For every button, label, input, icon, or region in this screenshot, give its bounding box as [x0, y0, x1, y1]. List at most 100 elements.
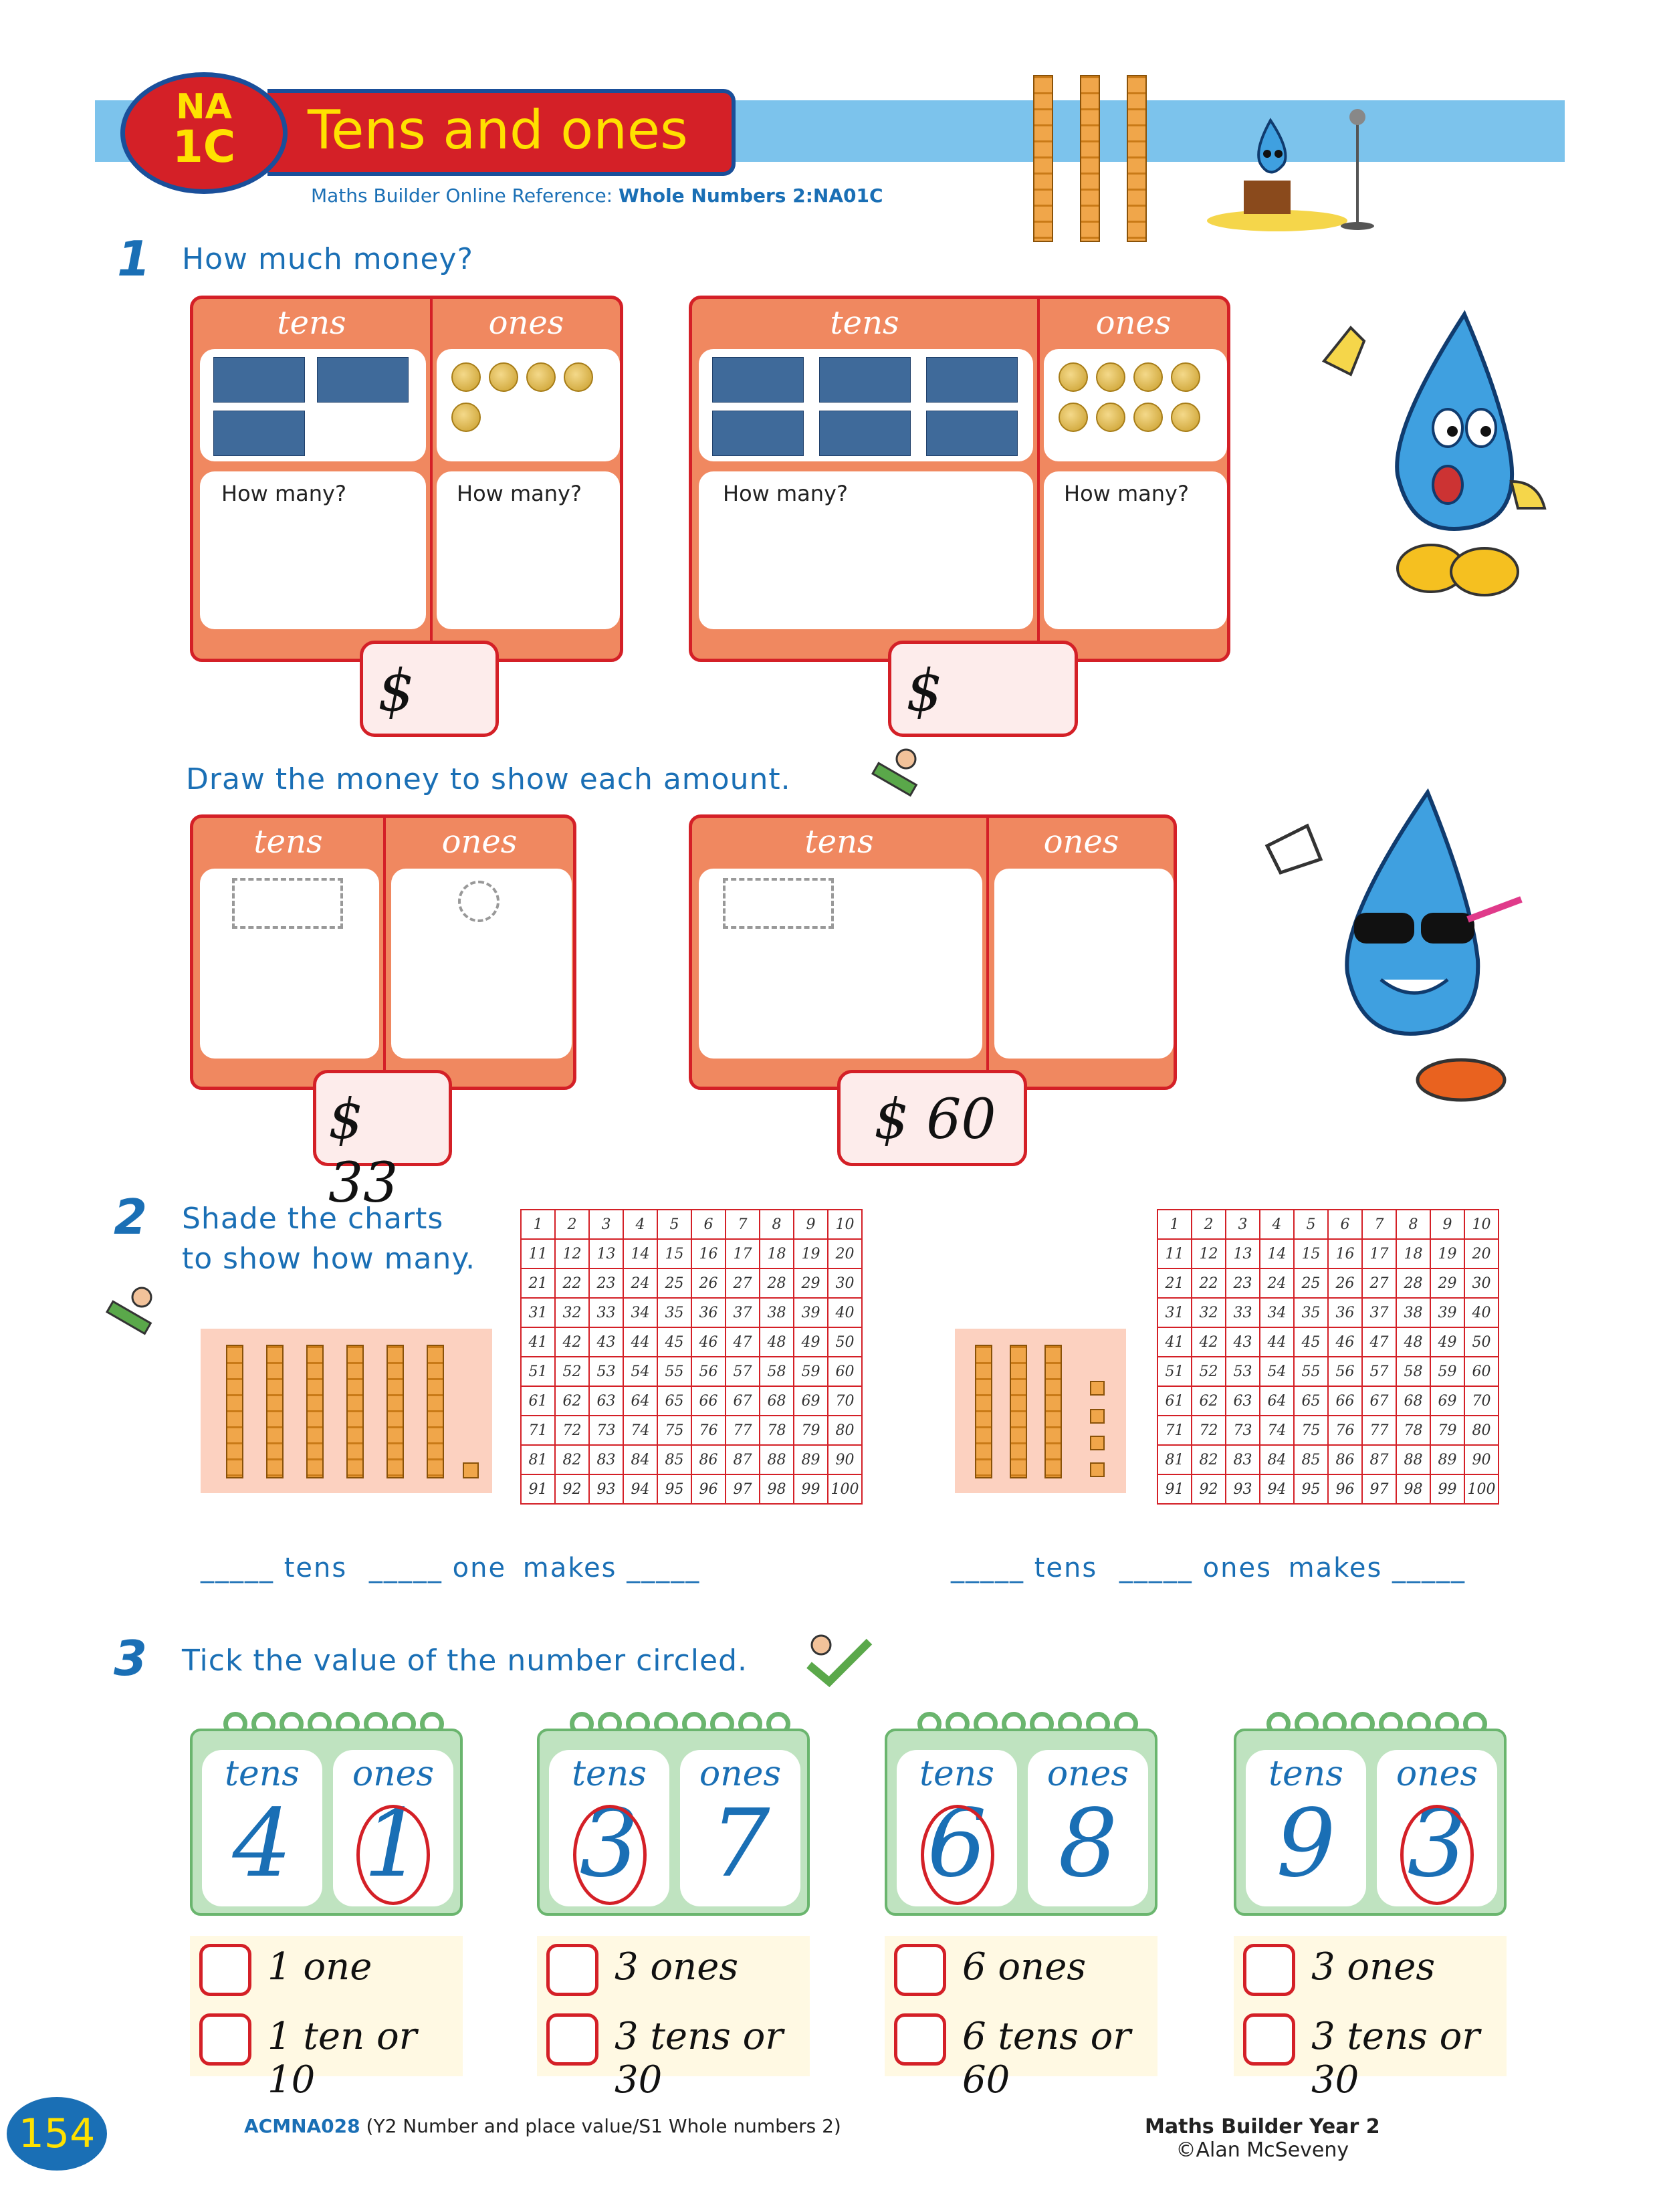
tens-blank[interactable]: _____ — [201, 1553, 274, 1583]
chart-cell[interactable]: 9 — [1430, 1209, 1465, 1240]
chart-cell[interactable]: 31 — [520, 1297, 556, 1328]
chart-cell[interactable]: 15 — [1293, 1238, 1329, 1269]
tens-blank[interactable]: _____ — [951, 1553, 1024, 1583]
chart-cell[interactable]: 92 — [554, 1474, 590, 1505]
option-2-checkbox[interactable] — [199, 2013, 251, 2066]
chart-cell[interactable]: 92 — [1191, 1474, 1226, 1505]
chart-cell[interactable]: 45 — [1293, 1327, 1329, 1357]
chart-cell[interactable]: 65 — [1293, 1386, 1329, 1416]
chart-cell[interactable]: 6 — [1327, 1209, 1363, 1240]
chart-cell[interactable]: 84 — [623, 1444, 658, 1475]
total-blank[interactable]: _____ — [627, 1553, 701, 1583]
draw-ones-cell[interactable] — [391, 869, 572, 1059]
chart-cell[interactable]: 70 — [827, 1386, 863, 1416]
chart-cell[interactable]: 43 — [588, 1327, 624, 1357]
chart-cell[interactable]: 61 — [1157, 1386, 1192, 1416]
chart-cell[interactable]: 82 — [554, 1444, 590, 1475]
tens-answer-cell[interactable]: How many? — [699, 471, 1033, 629]
chart-cell[interactable]: 56 — [691, 1356, 726, 1387]
chart-cell[interactable]: 7 — [725, 1209, 760, 1240]
chart-cell[interactable]: 68 — [1396, 1386, 1431, 1416]
option-2-checkbox[interactable] — [546, 2013, 598, 2066]
chart-cell[interactable]: 13 — [1225, 1238, 1260, 1269]
chart-cell[interactable]: 52 — [1191, 1356, 1226, 1387]
chart-cell[interactable]: 93 — [1225, 1474, 1260, 1505]
chart-cell[interactable]: 89 — [1430, 1444, 1465, 1475]
chart-cell[interactable]: 82 — [1191, 1444, 1226, 1475]
chart-cell[interactable]: 64 — [623, 1386, 658, 1416]
chart-cell[interactable]: 62 — [1191, 1386, 1226, 1416]
chart-cell[interactable]: 95 — [657, 1474, 692, 1505]
chart-cell[interactable]: 9 — [793, 1209, 828, 1240]
chart-cell[interactable]: 13 — [588, 1238, 624, 1269]
chart-cell[interactable]: 36 — [1327, 1297, 1363, 1328]
tens-answer-cell[interactable]: How many? — [200, 471, 426, 629]
chart-cell[interactable]: 66 — [1327, 1386, 1363, 1416]
chart-cell[interactable]: 86 — [1327, 1444, 1363, 1475]
chart-cell[interactable]: 33 — [1225, 1297, 1260, 1328]
chart-cell[interactable]: 34 — [623, 1297, 658, 1328]
chart-cell[interactable]: 27 — [1361, 1268, 1397, 1299]
chart-cell[interactable]: 76 — [1327, 1415, 1363, 1446]
chart-cell[interactable]: 50 — [827, 1327, 863, 1357]
chart-cell[interactable]: 50 — [1464, 1327, 1499, 1357]
chart-cell[interactable]: 90 — [1464, 1444, 1499, 1475]
chart-cell[interactable]: 15 — [657, 1238, 692, 1269]
option-2-checkbox[interactable] — [894, 2013, 946, 2066]
chart-cell[interactable]: 84 — [1259, 1444, 1295, 1475]
draw-tens-cell[interactable] — [200, 869, 379, 1059]
chart-cell[interactable]: 97 — [725, 1474, 760, 1505]
chart-cell[interactable]: 68 — [759, 1386, 794, 1416]
chart-cell[interactable]: 20 — [1464, 1238, 1499, 1269]
chart-cell[interactable]: 6 — [691, 1209, 726, 1240]
chart-cell[interactable]: 70 — [1464, 1386, 1499, 1416]
chart-cell[interactable]: 36 — [691, 1297, 726, 1328]
chart-cell[interactable]: 71 — [1157, 1415, 1192, 1446]
chart-cell[interactable]: 89 — [793, 1444, 828, 1475]
chart-cell[interactable]: 44 — [1259, 1327, 1295, 1357]
chart-cell[interactable]: 25 — [1293, 1268, 1329, 1299]
chart-cell[interactable]: 26 — [691, 1268, 726, 1299]
chart-cell[interactable]: 28 — [759, 1268, 794, 1299]
option-1-checkbox[interactable] — [199, 1944, 251, 1996]
chart-cell[interactable]: 20 — [827, 1238, 863, 1269]
chart-cell[interactable]: 10 — [1464, 1209, 1499, 1240]
chart-cell[interactable]: 32 — [554, 1297, 590, 1328]
chart-cell[interactable]: 66 — [691, 1386, 726, 1416]
chart-cell[interactable]: 57 — [1361, 1356, 1397, 1387]
chart-cell[interactable]: 78 — [759, 1415, 794, 1446]
chart-cell[interactable]: 85 — [657, 1444, 692, 1475]
chart-cell[interactable]: 72 — [1191, 1415, 1226, 1446]
chart-cell[interactable]: 37 — [725, 1297, 760, 1328]
chart-cell[interactable]: 35 — [657, 1297, 692, 1328]
chart-cell[interactable]: 49 — [793, 1327, 828, 1357]
chart-cell[interactable]: 19 — [793, 1238, 828, 1269]
chart-cell[interactable]: 98 — [759, 1474, 794, 1505]
chart-cell[interactable]: 14 — [1259, 1238, 1295, 1269]
chart-cell[interactable]: 42 — [1191, 1327, 1226, 1357]
chart-cell[interactable]: 38 — [1396, 1297, 1431, 1328]
chart-cell[interactable]: 67 — [725, 1386, 760, 1416]
chart-cell[interactable]: 5 — [1293, 1209, 1329, 1240]
chart-cell[interactable]: 35 — [1293, 1297, 1329, 1328]
chart-cell[interactable]: 52 — [554, 1356, 590, 1387]
chart-cell[interactable]: 30 — [1464, 1268, 1499, 1299]
chart-cell[interactable]: 24 — [623, 1268, 658, 1299]
chart-cell[interactable]: 100 — [1464, 1474, 1499, 1505]
chart-cell[interactable]: 37 — [1361, 1297, 1397, 1328]
chart-cell[interactable]: 29 — [793, 1268, 828, 1299]
chart-cell[interactable]: 54 — [1259, 1356, 1295, 1387]
chart-cell[interactable]: 33 — [588, 1297, 624, 1328]
chart-cell[interactable]: 27 — [725, 1268, 760, 1299]
chart-cell[interactable]: 7 — [1361, 1209, 1397, 1240]
chart-cell[interactable]: 8 — [1396, 1209, 1431, 1240]
chart-cell[interactable]: 58 — [759, 1356, 794, 1387]
chart-cell[interactable]: 39 — [1430, 1297, 1465, 1328]
ones-blank[interactable]: _____ — [368, 1553, 443, 1583]
chart-cell[interactable]: 22 — [1191, 1268, 1226, 1299]
chart-cell[interactable]: 87 — [725, 1444, 760, 1475]
chart-cell[interactable]: 32 — [1191, 1297, 1226, 1328]
chart-cell[interactable]: 4 — [623, 1209, 658, 1240]
